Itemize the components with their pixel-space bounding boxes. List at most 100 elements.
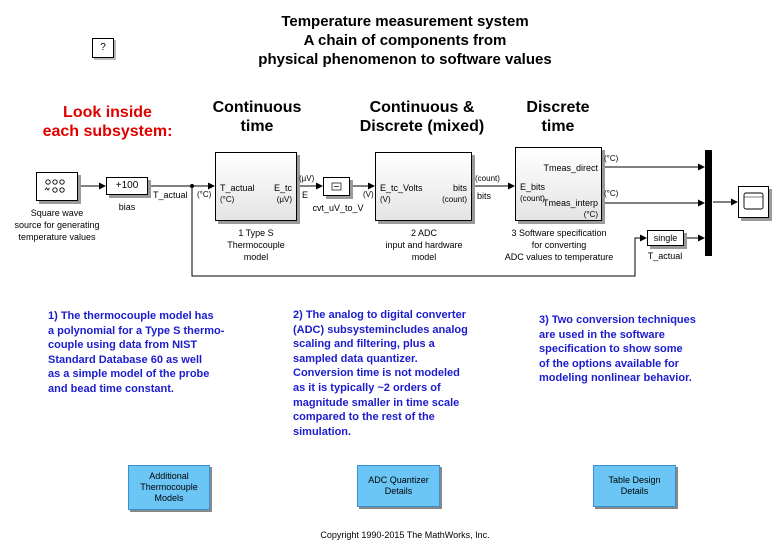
mux-block (705, 150, 712, 256)
adc-out-unit: (count) (442, 195, 467, 204)
note-software: 3) Two conversion techniques are used in… (539, 313, 696, 386)
sw-out-unit: (°C) (583, 210, 598, 219)
header-mixed-line-2: Discrete (mixed) (359, 118, 485, 135)
branch-point (190, 184, 194, 188)
thermocouple-label-line-2: Thermocouple (227, 240, 285, 250)
unit-c-out2-label: (°C) (604, 189, 619, 198)
note2-line: 2) The analog to digital converter (293, 309, 466, 321)
copyright: Copyright 1990-2015 The MathWorks, Inc. (320, 530, 490, 540)
sw-out-port-2: Tmeas_interp (542, 198, 598, 208)
source-label-line-1: Square wave (30, 208, 84, 218)
unit-c-label: (°C) (197, 190, 212, 199)
bias-label: bias (118, 202, 136, 212)
header-discrete-line-1: Discrete (526, 99, 590, 116)
sw-out-port-1: Tmeas_direct (543, 163, 598, 173)
thermo-out-unit: (µV) (276, 195, 292, 204)
single-label: T_actual (647, 251, 683, 261)
thermocouple-label-line-3: model (243, 252, 269, 262)
header-discrete-line-2: time (541, 118, 575, 135)
note3-line: specification to show some (539, 343, 683, 356)
sw-in-port: E_bits (520, 182, 546, 192)
converter-label: cvt_uV_to_V (312, 203, 364, 213)
thermocouple-subsystem[interactable]: T_actual (°C) E_tc (µV) (215, 152, 297, 221)
adc-button-line-2: Details (384, 486, 413, 496)
scope-block[interactable] (738, 186, 769, 218)
look-inside-line-1: Look inside (63, 104, 152, 121)
unit-count-label: (count) (475, 174, 500, 183)
note2-line: Conversion time is not modeled (293, 367, 460, 380)
thermocouple-label: 1 Type S Thermocouple model (206, 227, 306, 263)
adc-label-line-3: model (411, 252, 437, 262)
note3-line: are used in the software (539, 328, 665, 341)
source-label-line-2: source for generating (14, 220, 100, 230)
note2-line: (ADC) subsystemincludes analog (293, 323, 468, 336)
note2-line: sampled data quantizer. (293, 352, 418, 365)
help-button[interactable]: ? (92, 38, 114, 58)
adc-label-line-2: input and hardware (385, 240, 463, 250)
thermo-out-port: E_tc (273, 183, 292, 193)
adc-in-unit: (V) (380, 195, 391, 204)
thermocouple-models-button[interactable]: Additional Thermocouple Models (128, 465, 210, 510)
header-discrete: Discrete time (508, 98, 608, 136)
header-continuous-line-2: time (240, 118, 274, 135)
note1-line: 1) The thermocouple model has (48, 310, 214, 322)
software-label-line-2: for converting (531, 240, 587, 250)
note-thermocouple: 1) The thermocouple model has a polynomi… (48, 309, 224, 397)
adc-label-line-1: 2 ADC (410, 228, 437, 238)
sw-in-unit: (count) (520, 194, 545, 203)
note3-line: of the options available for (539, 357, 679, 370)
note1-line: a polynomial for a Type S thermo- (48, 324, 225, 337)
single-convert-block[interactable]: single (647, 230, 684, 246)
table-design-button[interactable]: Table Design Details (593, 465, 676, 507)
wire-feedback (191, 186, 647, 277)
title-line-1: Temperature measurement system (281, 13, 529, 30)
table-button-line-1: Table Design (608, 475, 661, 485)
thermo-in-port: T_actual (220, 183, 255, 193)
note1-line: couple using data from NIST (48, 339, 198, 352)
note1-line: Standard Database 60 as well (48, 353, 203, 366)
software-spec-label: 3 Software specification for converting … (494, 227, 624, 263)
note2-line: magnitude smaller in time scale (293, 396, 460, 409)
software-label-line-3: ADC values to temperature (504, 252, 614, 262)
source-label: Square wave source for generating temper… (7, 207, 107, 243)
adc-subsystem[interactable]: E_tc_Volts (V) bits (count) (375, 152, 472, 221)
note1-line: as a simple model of the probe (48, 368, 210, 381)
header-mixed-line-1: Continuous & (369, 99, 475, 116)
adc-in-port: E_tc_Volts (380, 183, 423, 193)
adc-quantizer-button[interactable]: ADC Quantizer Details (357, 465, 440, 507)
unit-c-out1-label: (°C) (604, 154, 619, 163)
title-line-3: physical phenomenon to software values (258, 51, 552, 68)
adc-label: 2 ADC input and hardware model (368, 227, 480, 263)
square-wave-source-block[interactable] (36, 172, 78, 201)
thermocouple-label-line-1: 1 Type S (238, 228, 274, 238)
scope-icon (743, 192, 764, 210)
source-label-line-3: temperature values (18, 232, 96, 242)
diagram-title: Temperature measurement system A chain o… (0, 12, 778, 69)
note2-line: simulation. (293, 425, 352, 438)
note2-line: as it is typically ~2 orders of (293, 381, 441, 394)
software-spec-subsystem[interactable]: E_bits (count) Tmeas_direct Tmeas_interp… (515, 147, 602, 221)
bias-block[interactable]: +100 (106, 177, 148, 195)
thermo-in-unit: (°C) (220, 195, 235, 204)
thermo-button-line-2: Thermocouple (140, 482, 198, 492)
signal-t-actual-label: T_actual (153, 190, 188, 200)
unit-uv-label: (µV) (299, 174, 315, 183)
adc-button-line-1: ADC Quantizer (368, 475, 429, 485)
unit-converter-block[interactable] (323, 177, 350, 196)
look-inside-line-2: each subsystem: (42, 123, 173, 140)
table-button-line-2: Details (620, 486, 649, 496)
header-continuous: Continuous time (197, 98, 317, 136)
signal-e-label: E (302, 190, 309, 200)
signal-bits-label: bits (477, 191, 492, 201)
note3-line: modeling nonlinear behavior. (539, 372, 692, 385)
unit-v-label: (V) (363, 190, 374, 199)
title-line-2: A chain of components from (303, 32, 507, 49)
software-label-line-1: 3 Software specification (511, 228, 607, 238)
thermo-button-line-3: Models (154, 493, 184, 503)
look-inside-label: Look inside each subsystem: (30, 103, 185, 141)
signal-generator-icon (44, 179, 65, 193)
header-mixed: Continuous & Discrete (mixed) (352, 98, 492, 136)
adc-out-port: bits (452, 183, 467, 193)
note3-line: 3) Two conversion techniques (539, 314, 696, 326)
